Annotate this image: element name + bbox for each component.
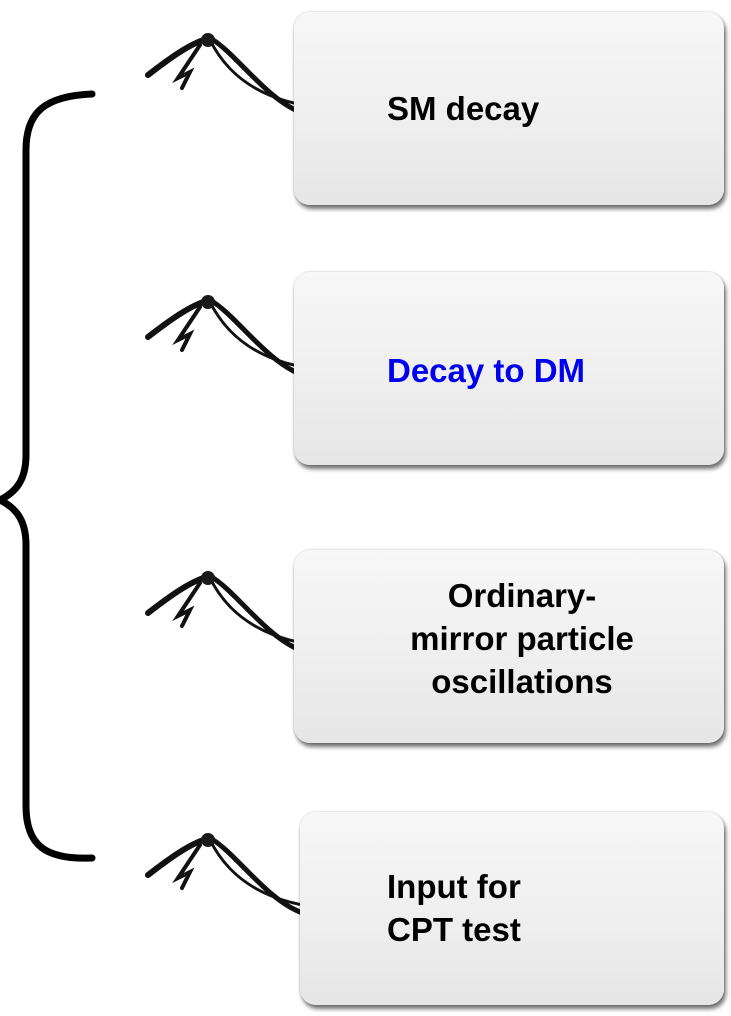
tag-label: Input for CPT test — [387, 865, 521, 951]
tag-label-line: Input for — [387, 868, 521, 905]
tag-label: Decay to DM — [387, 349, 585, 392]
tag-label-line: CPT test — [387, 911, 521, 948]
tag-card: Decay to DM — [294, 272, 724, 465]
tag-card: SM decay — [294, 12, 724, 205]
tag-label: SM decay — [387, 87, 539, 130]
tag-label-line: oscillations — [431, 663, 613, 700]
tag-label-line: Decay to DM — [387, 352, 586, 389]
tag-card: Input for CPT test — [300, 812, 724, 1005]
tag-label-line: SM decay — [387, 90, 540, 127]
tag-label: Ordinary- mirror particle oscillations — [372, 574, 672, 703]
tag-card: Ordinary- mirror particle oscillations — [294, 550, 724, 743]
tag-label-line: mirror particle — [410, 620, 634, 657]
tag-label-line: Ordinary- — [447, 577, 597, 614]
